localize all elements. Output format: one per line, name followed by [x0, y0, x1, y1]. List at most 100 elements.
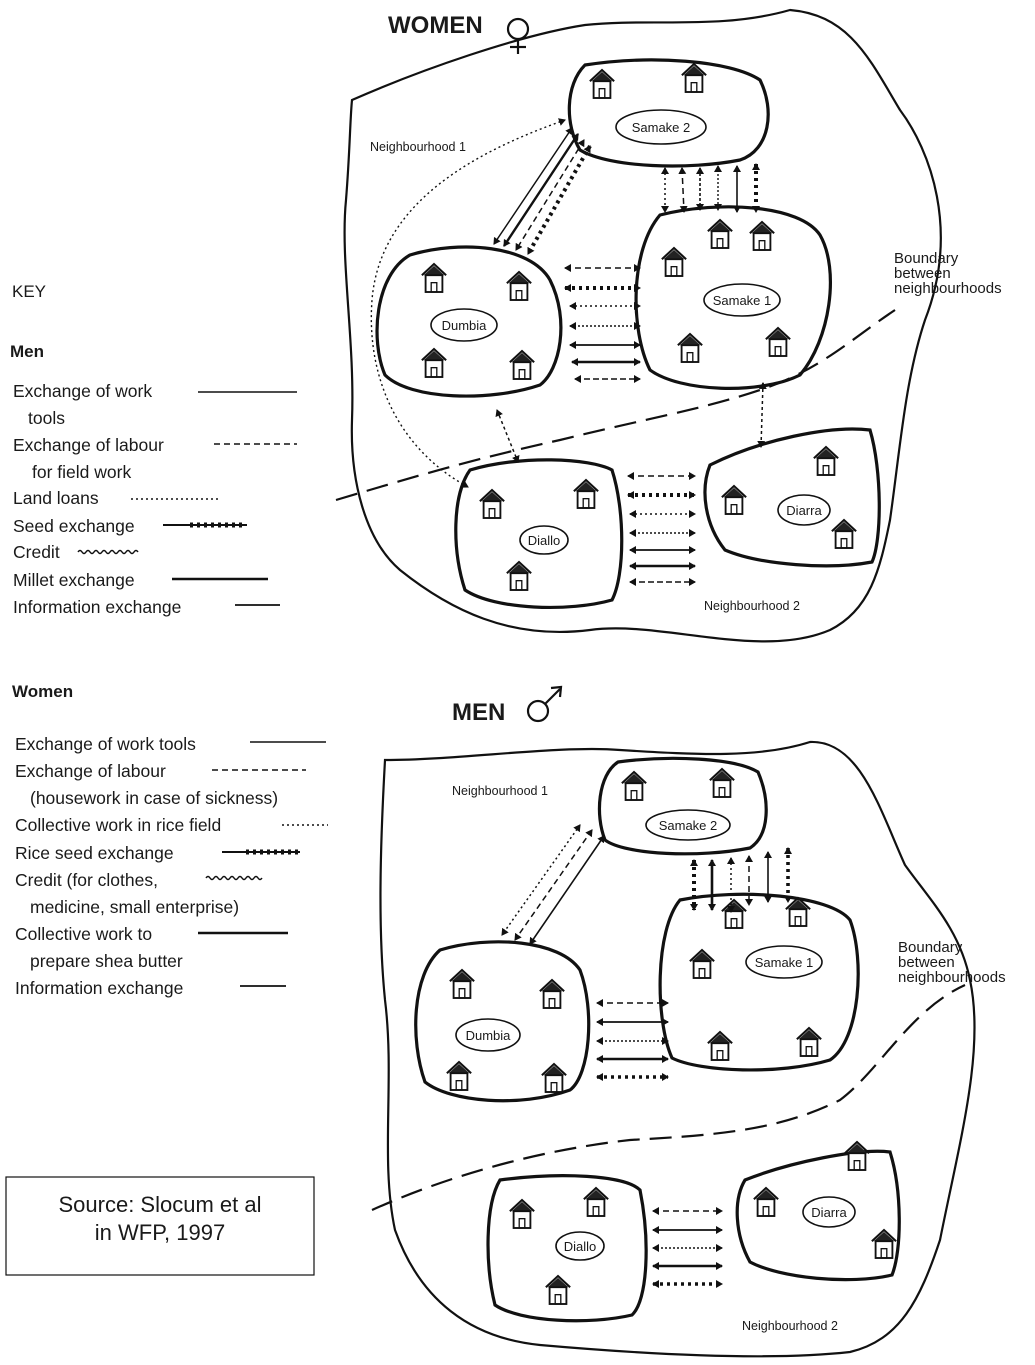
- key-line-wavy-w: [205, 875, 263, 881]
- source-line-2: in WFP, 1997: [95, 1220, 225, 1245]
- hut-icon: [688, 948, 716, 980]
- men-label-oval-diallo: [555, 1231, 605, 1261]
- key-men-item-labour-cont: for field work: [32, 462, 131, 482]
- hut-icon: [448, 968, 476, 1000]
- women-label-oval-diarra: [777, 494, 831, 526]
- key-women-item-rice-seed: Rice seed exchange: [15, 843, 174, 863]
- men-label-diallo: Diallo: [564, 1239, 597, 1254]
- hut-icon: [706, 1030, 734, 1062]
- men-boundary-label-1: Boundary: [898, 939, 963, 956]
- men-label-oval-samake1: [745, 945, 823, 979]
- men-label-dumbia: Dumbia: [466, 1028, 512, 1043]
- hut-icon: [830, 518, 858, 550]
- women-label-samake1: Samake 1: [713, 293, 772, 308]
- female-symbol-icon: [506, 17, 530, 54]
- hut-icon: [708, 767, 736, 799]
- women-label-diallo: Diallo: [528, 533, 561, 548]
- key-women-item-work-tools: Exchange of work tools: [15, 734, 196, 754]
- women-cluster-diarra: [703, 427, 881, 568]
- hut-icon: [720, 484, 748, 516]
- key-men-item-labour: Exchange of labour: [13, 435, 164, 455]
- men-links-samake2-samake1: [690, 847, 792, 913]
- women-cluster-diallo: [454, 458, 624, 610]
- hut-icon: [478, 488, 506, 520]
- key-women-item-labour-cont: (housework in case of sickness): [30, 788, 278, 808]
- hut-icon: [795, 1026, 823, 1058]
- hut-icon: [720, 898, 748, 930]
- women-neighbourhood-1: Neighbourhood 1: [370, 140, 466, 154]
- key-women-item-credit: Credit (for clothes,: [15, 870, 158, 890]
- hut-icon: [764, 326, 792, 358]
- key-men-item-information: Information exchange: [13, 597, 181, 617]
- key-women-item-information: Information exchange: [15, 978, 183, 998]
- men-map: MEN Neighbourhood 1 Neighbourhood 2 Boun…: [371, 685, 1006, 1358]
- hut-icon: [660, 246, 688, 278]
- key-men-item-credit: Credit: [13, 542, 60, 562]
- hut-icon: [706, 218, 734, 250]
- women-links-samake2-dumbia: [493, 127, 592, 255]
- men-cluster-diallo: [486, 1174, 648, 1323]
- source-line-1: Source: Slocum et al: [59, 1192, 262, 1217]
- men-outer-boundary: [379, 740, 976, 1358]
- men-cluster-diarra: [735, 1149, 901, 1282]
- hut-icon: [420, 347, 448, 379]
- key-title: KEY: [12, 282, 46, 301]
- women-link-samake2-diallo: [370, 118, 566, 488]
- women-neighbourhood-2: Neighbourhood 2: [704, 599, 800, 613]
- hut-icon: [505, 270, 533, 302]
- women-neighbourhood-divider: [335, 309, 896, 502]
- hut-icon: [538, 978, 566, 1010]
- men-label-oval-dumbia: [455, 1018, 521, 1052]
- hut-icon: [582, 1186, 610, 1218]
- key-women-item-credit-cont: medicine, small enterprise): [30, 897, 239, 917]
- men-neighbourhood-divider: [371, 983, 966, 1212]
- men-label-diarra: Diarra: [811, 1205, 847, 1220]
- women-outer-boundary: [343, 8, 942, 643]
- key-women-item-shea-cont: prepare shea butter: [30, 951, 183, 971]
- hut-icon: [540, 1062, 568, 1094]
- key-men-item-work-tools: Exchange of work: [13, 381, 152, 401]
- men-neighbourhood-1: Neighbourhood 1: [452, 784, 548, 798]
- women-boundary-label-1: Boundary: [894, 250, 959, 267]
- key-legend: KEY Men Exchange of work tools Exchange …: [10, 282, 328, 998]
- men-cluster-dumbia: [414, 940, 591, 1103]
- hut-icon: [505, 560, 533, 592]
- hut-icon: [812, 445, 840, 477]
- hut-icon: [445, 1060, 473, 1092]
- key-men-item-work-tools-cont: tools: [28, 408, 65, 428]
- women-label-oval-samake2: [615, 109, 707, 145]
- men-links-dumbia-samake1: [596, 999, 669, 1081]
- men-links-diallo-diarra: [652, 1207, 723, 1288]
- source-frame: [5, 1176, 315, 1276]
- hut-icon: [843, 1140, 871, 1172]
- women-label-dumbia: Dumbia: [442, 318, 488, 333]
- key-women-item-rice-field: Collective work in rice field: [15, 815, 221, 835]
- women-label-oval-samake1: [703, 283, 781, 317]
- hut-icon: [508, 1198, 536, 1230]
- women-links-dumbia-samake1: [564, 264, 641, 383]
- key-men-item-millet: Millet exchange: [13, 570, 135, 590]
- men-label-samake2: Samake 2: [659, 818, 718, 833]
- key-women-heading: Women: [12, 682, 73, 701]
- hut-icon: [544, 1274, 572, 1306]
- male-symbol-icon: [526, 685, 563, 723]
- men-links-samake2-dumbia: [501, 824, 605, 945]
- women-map: WOMEN Neighbourhood 1 Neighbourhood 2 Bo…: [335, 8, 1002, 643]
- hut-icon: [420, 262, 448, 294]
- women-label-oval-diallo: [519, 525, 569, 555]
- men-cluster-samake1: [658, 892, 860, 1072]
- key-line-wavy: [77, 549, 139, 555]
- hut-icon: [752, 1186, 780, 1218]
- hut-icon: [784, 896, 812, 928]
- hut-icon: [676, 332, 704, 364]
- women-map-title: WOMEN: [388, 12, 483, 39]
- men-cluster-samake2: [597, 756, 768, 856]
- men-boundary-label-2: between: [898, 954, 955, 971]
- men-neighbourhood-2: Neighbourhood 2: [742, 1319, 838, 1333]
- men-map-title: MEN: [452, 699, 505, 726]
- source-box: Source: Slocum et al in WFP, 1997: [5, 1176, 315, 1276]
- women-boundary-label-2: between: [894, 265, 951, 282]
- women-label-diarra: Diarra: [786, 503, 822, 518]
